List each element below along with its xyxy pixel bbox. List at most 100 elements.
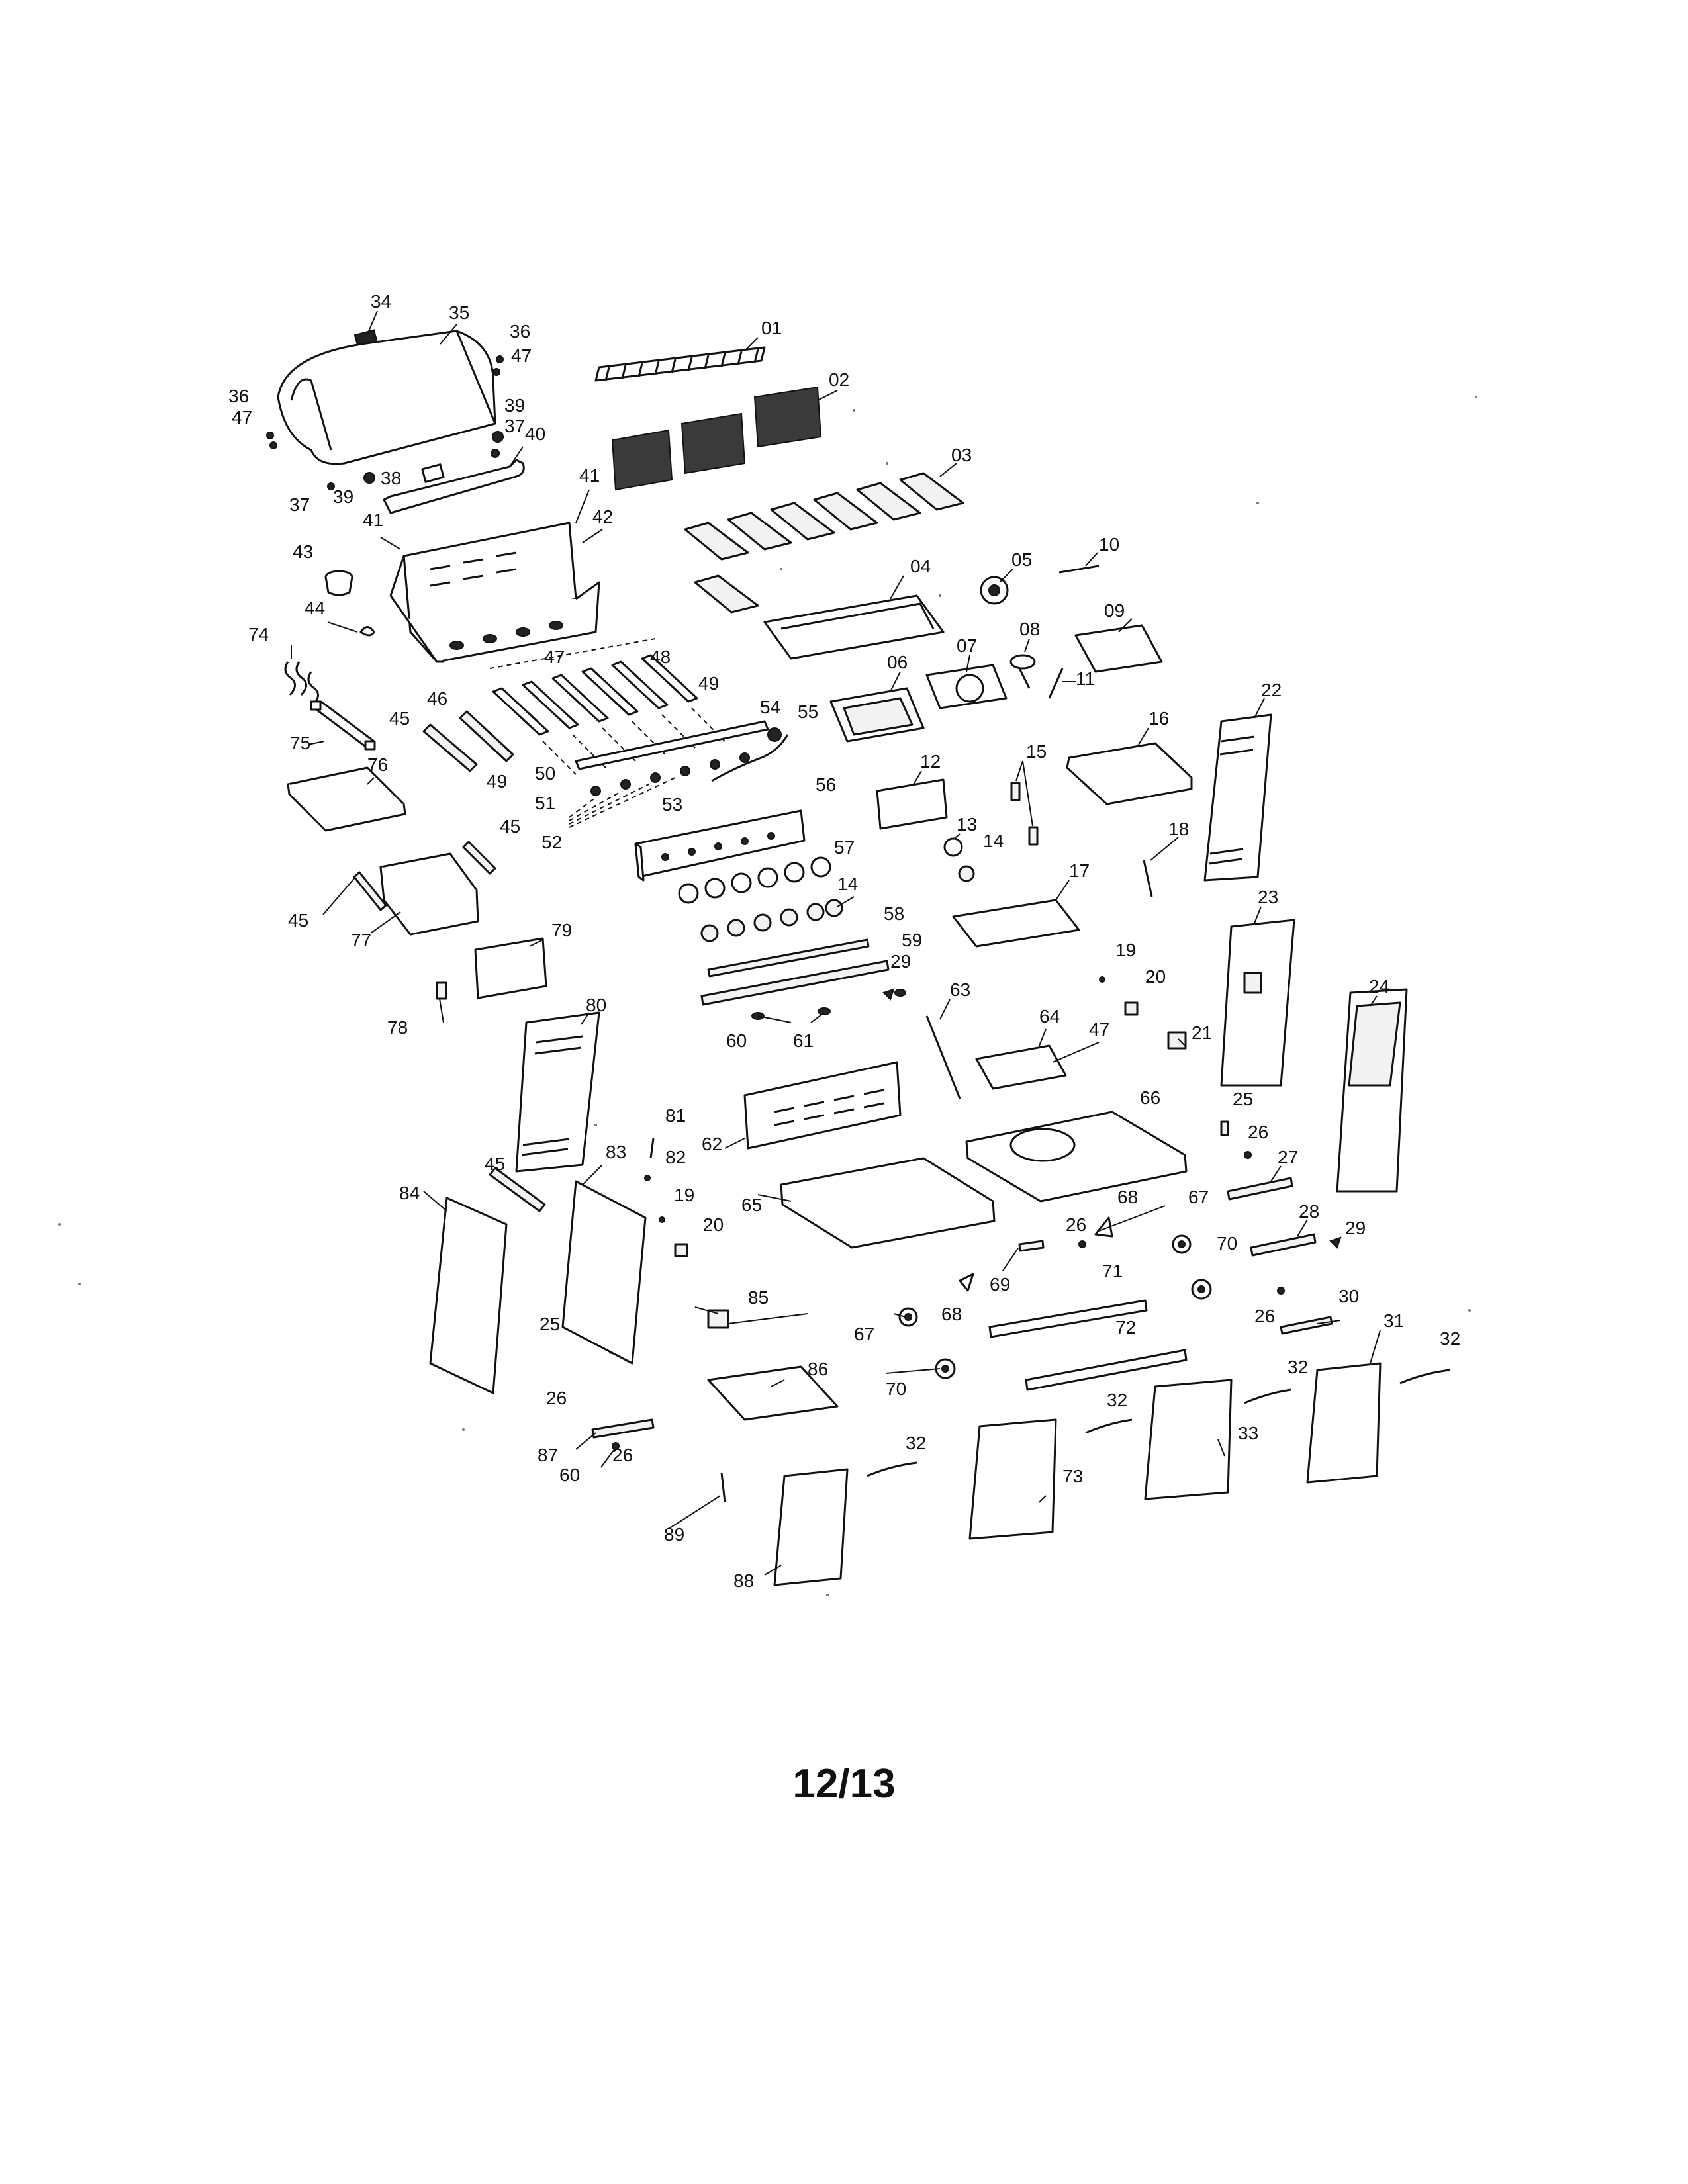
callout-28: 28	[1299, 1201, 1319, 1222]
part-59-trim-rail	[700, 960, 890, 1006]
callout-82: 82	[665, 1147, 686, 1167]
callout-39: 39	[333, 486, 353, 507]
callout-67: 67	[1188, 1187, 1209, 1207]
callout-07: 07	[957, 635, 977, 656]
callout-22: 22	[1261, 680, 1282, 700]
part-29-clips	[882, 988, 1342, 1249]
callout-37: 37	[504, 416, 525, 436]
callout-49: 49	[698, 673, 719, 694]
callout-41: 41	[579, 465, 600, 486]
part-12-side-panel	[876, 778, 948, 830]
callout-68: 68	[941, 1304, 962, 1324]
callout-79: 79	[551, 920, 572, 940]
part-84-side-panel	[429, 1197, 508, 1394]
part-08-burner-head	[1009, 654, 1036, 689]
callout-66: 66	[1140, 1087, 1160, 1108]
callout-71: 71	[1102, 1261, 1123, 1281]
callout-32: 32	[906, 1433, 926, 1453]
callout-36: 36	[510, 321, 530, 341]
callout-17: 17	[1069, 860, 1090, 881]
callout-45: 45	[500, 816, 520, 837]
callout-47: 47	[544, 647, 565, 667]
part-56-control-panel	[634, 809, 806, 882]
callout-75: 75	[290, 733, 310, 753]
part-03-flame-tamers	[684, 472, 964, 614]
part-38-40-lid-handle	[383, 459, 525, 514]
part-44-cup-hook	[359, 626, 375, 637]
callout-58: 58	[884, 903, 904, 924]
part-04-drip-tray	[763, 594, 945, 660]
part-53-54-valves	[590, 727, 789, 796]
part-01-warming-rack	[594, 346, 766, 382]
callout-04: 04	[910, 556, 931, 576]
callout-74: 74	[248, 624, 269, 645]
part-73-door	[968, 1418, 1057, 1540]
part-28-rail	[1250, 1233, 1317, 1257]
part-80-side-panel	[515, 1011, 600, 1173]
callout-60: 60	[559, 1465, 580, 1485]
part-11-igniter	[1048, 668, 1064, 699]
part-18-rod	[1143, 860, 1153, 897]
callout-16: 16	[1149, 708, 1169, 729]
callout-26: 26	[612, 1445, 633, 1465]
callout-46: 46	[427, 688, 447, 709]
callout-33: 33	[1238, 1423, 1258, 1443]
callout-01: 01	[761, 318, 782, 338]
callout-63: 63	[950, 979, 970, 1000]
part-22-side-panel	[1203, 713, 1272, 882]
part-32-handles	[867, 1369, 1450, 1477]
part-19-20-21-fittings	[659, 976, 1187, 1257]
part-76-side-shelf	[287, 766, 406, 832]
callout-32: 32	[1107, 1390, 1127, 1410]
callout-05: 05	[1011, 549, 1032, 570]
callout-02: 02	[829, 369, 849, 390]
part-17-shelf-panel	[952, 899, 1080, 948]
callout-29: 29	[890, 951, 911, 972]
part-23-side-panel	[1220, 919, 1295, 1087]
callout-73: 73	[1062, 1466, 1083, 1486]
part-87-rail	[591, 1418, 655, 1439]
part-78-latch	[436, 981, 447, 1000]
callout-35: 35	[449, 302, 469, 323]
callout-53: 53	[662, 794, 682, 815]
leader-lines	[291, 310, 1381, 1576]
callout-59: 59	[902, 930, 922, 950]
part-42-firebox	[389, 522, 600, 663]
callout-13: 13	[957, 814, 977, 835]
callout-65: 65	[741, 1195, 762, 1215]
callout-89: 89	[664, 1524, 684, 1545]
callout-21: 21	[1192, 1023, 1212, 1043]
callout-62: 62	[702, 1134, 722, 1154]
part-46-bracket	[422, 723, 478, 772]
callout-67: 67	[854, 1324, 874, 1344]
callout-38: 38	[381, 468, 401, 488]
callout-70: 70	[1217, 1233, 1237, 1253]
callout-27: 27	[1278, 1147, 1298, 1167]
callout-48: 48	[650, 647, 671, 667]
callout-47: 47	[511, 345, 532, 366]
callout-26: 26	[1254, 1306, 1275, 1326]
callout-72: 72	[1115, 1317, 1136, 1338]
callout-06: 06	[887, 652, 908, 672]
callout-20: 20	[1145, 966, 1166, 987]
callout-43: 43	[293, 541, 313, 562]
part-43-grease-cup	[324, 570, 353, 596]
part-68-gussets	[959, 1216, 1113, 1292]
part-81-82-fasteners	[644, 1138, 655, 1181]
callout-70: 70	[886, 1379, 906, 1399]
part-72-rail	[1025, 1349, 1188, 1391]
callout-11: 11	[1076, 668, 1095, 689]
part-45-brackets	[353, 710, 546, 1212]
callout-85: 85	[748, 1287, 769, 1308]
callout-25: 25	[1233, 1089, 1253, 1109]
part-07-burner-pan	[925, 664, 1008, 709]
part-27-rail	[1227, 1177, 1293, 1201]
part-86-shelf	[707, 1365, 839, 1421]
callout-81: 81	[665, 1105, 686, 1126]
callout-40: 40	[525, 424, 545, 444]
callout-31: 31	[1383, 1310, 1404, 1331]
callout-39: 39	[504, 395, 525, 416]
part-65-base-panel	[780, 1157, 996, 1249]
callout-32: 32	[1440, 1328, 1460, 1349]
